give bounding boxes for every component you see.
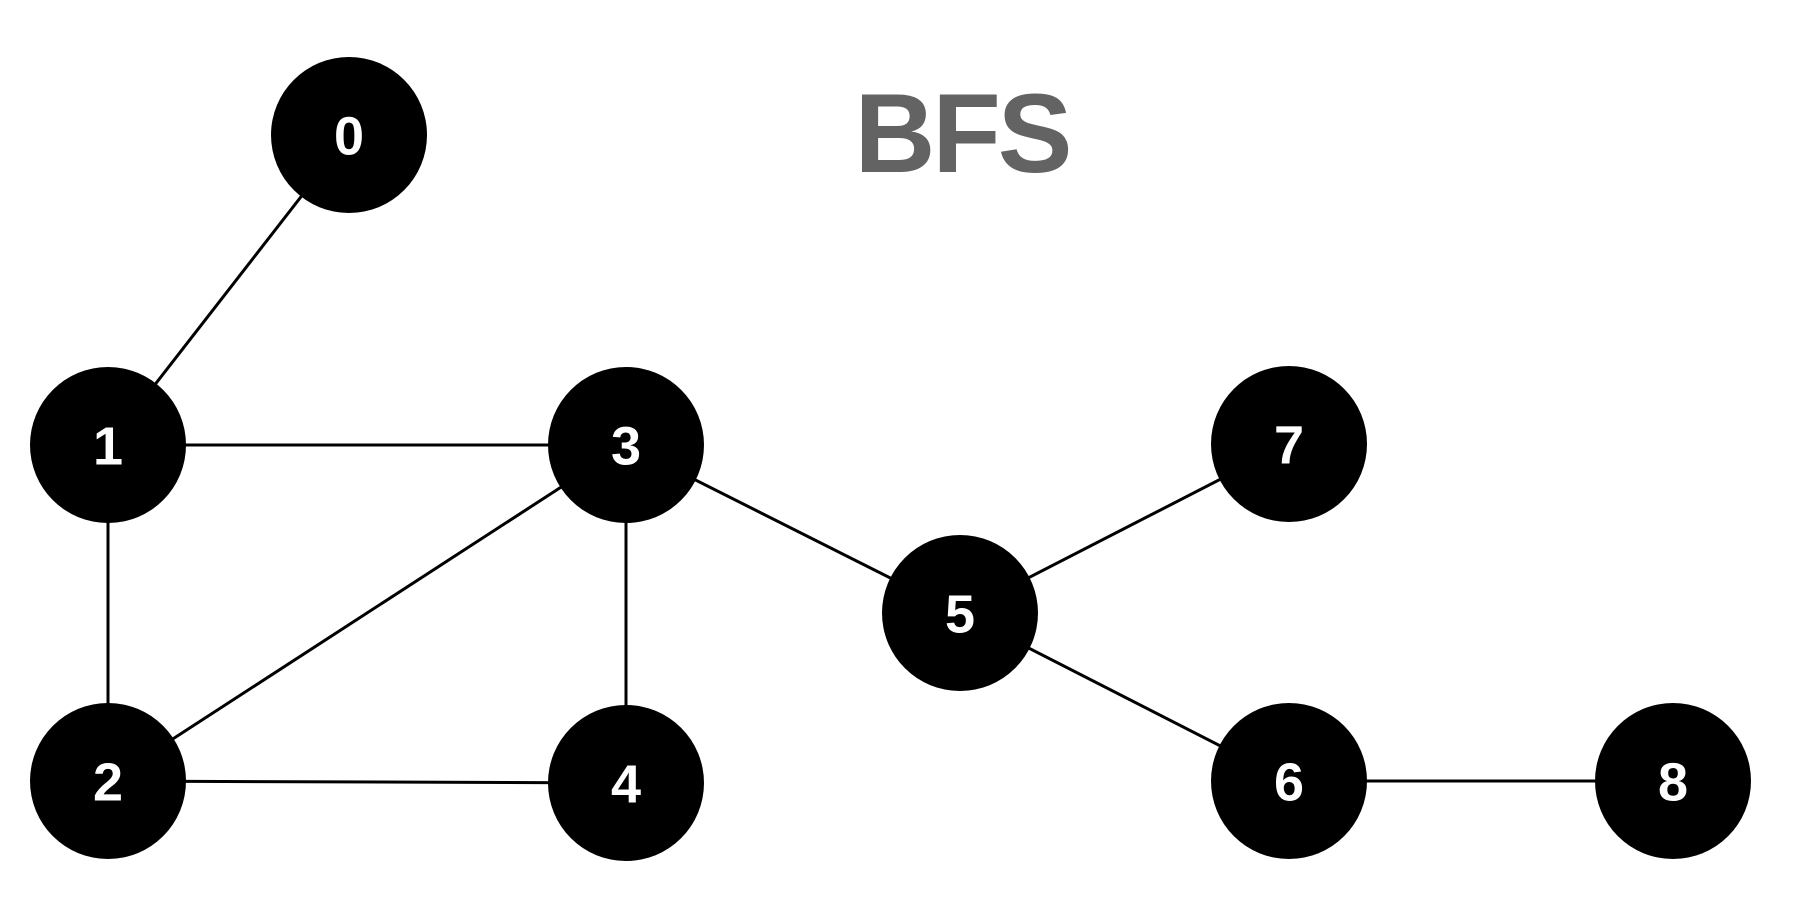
node-7: 7 [1211,366,1367,522]
node-5-circle [882,535,1038,691]
node-5-label: 5 [945,584,975,644]
graph-title: BFS [854,71,1073,196]
node-3-label: 3 [611,416,641,476]
node-2: 2 [30,703,186,859]
node-0: 0 [271,57,427,213]
node-5: 5 [882,535,1038,691]
node-6-label: 6 [1274,752,1304,812]
node-8-label: 8 [1658,752,1688,812]
node-1: 1 [30,367,186,523]
node-2-label: 2 [93,752,123,812]
node-0-circle [271,57,427,213]
edge-2-3 [107,443,627,783]
node-6: 6 [1211,703,1367,859]
node-8-circle [1595,703,1751,859]
node-3-circle [548,367,704,523]
edge-2-4 [107,779,627,785]
node-7-circle [1211,366,1367,522]
node-7-label: 7 [1274,415,1304,475]
node-4: 4 [548,705,704,861]
node-8: 8 [1595,703,1751,859]
node-2-circle [30,703,186,859]
node-4-label: 4 [611,754,641,814]
node-1-circle [30,367,186,523]
node-3: 3 [548,367,704,523]
node-1-label: 1 [93,416,123,476]
node-6-circle [1211,703,1367,859]
node-0-label: 0 [334,106,364,166]
node-4-circle [548,705,704,861]
